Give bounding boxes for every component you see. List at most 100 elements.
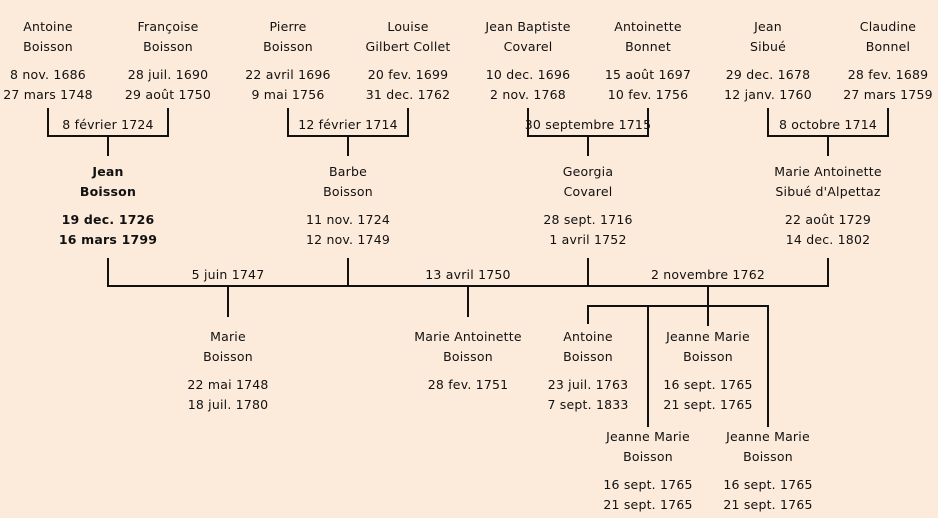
person-first-name: Louise (387, 19, 429, 34)
person-first-name: Marie Antoinette (774, 164, 882, 179)
person-last-name: Boisson (623, 449, 673, 464)
connector-line (827, 258, 829, 287)
connector-line (167, 108, 169, 137)
person-first-name: Jean Baptiste (485, 19, 571, 34)
birth-date: 16 sept. 1765 (723, 477, 813, 492)
birth-date: 16 sept. 1765 (663, 377, 753, 392)
person-dates: 29 dec. 1678 12 janv. 1760 (698, 65, 838, 105)
person-last-name: Boisson (143, 39, 193, 54)
death-date: 9 mai 1756 (251, 87, 325, 102)
marriage-date: 12 février 1714 (298, 117, 398, 132)
death-date: 21 sept. 1765 (603, 497, 693, 512)
person-last-name: Boisson (263, 39, 313, 54)
person-first-name: Claudine (859, 19, 917, 34)
connector-line (407, 108, 409, 137)
person-last-name: Boisson (23, 39, 73, 54)
marriage-date: 5 juin 1747 (191, 267, 265, 282)
person-dates: 22 août 1729 14 dec. 1802 (758, 210, 898, 250)
marriage-date: 13 avril 1750 (425, 267, 511, 282)
person-first-name: Jeanne Marie (726, 429, 810, 444)
birth-date: 28 fev. 1689 (847, 67, 929, 82)
person-last-name: Bonnel (865, 39, 911, 54)
connector-line (347, 135, 349, 156)
person-last-name: Covarel (563, 184, 613, 199)
death-date (398, 395, 538, 415)
connector-line (647, 305, 649, 427)
death-date: 27 mars 1748 (3, 87, 93, 102)
connector-line (587, 135, 589, 156)
connector-line (647, 108, 649, 137)
person-last-name: Boisson (203, 349, 253, 364)
person-dates: 10 dec. 1696 2 nov. 1768 (458, 65, 598, 105)
person-first-name: Pierre (269, 19, 307, 34)
connector-line (587, 258, 589, 287)
person-last-name: Boisson (323, 184, 373, 199)
person-first-name: Jean (92, 164, 124, 179)
connector-line (707, 305, 709, 326)
birth-date: 28 juil. 1690 (127, 67, 209, 82)
connector-line (767, 305, 769, 427)
death-date: 12 janv. 1760 (724, 87, 812, 102)
birth-date: 15 août 1697 (604, 67, 692, 82)
connector-line (227, 285, 229, 317)
marriage-date: 8 février 1724 (62, 117, 154, 132)
person-first-name: Antoine (23, 19, 73, 34)
person-first-name: Jeanne Marie (666, 329, 750, 344)
person-last-name: Boisson (79, 184, 137, 199)
connector-line (527, 108, 529, 137)
death-date: 14 dec. 1802 (785, 232, 871, 247)
birth-date: 29 dec. 1678 (725, 67, 811, 82)
birth-date: 19 dec. 1726 (61, 212, 155, 227)
connector-line (467, 285, 469, 317)
death-date: 1 avril 1752 (549, 232, 627, 247)
connector-line (287, 108, 289, 137)
person-first-name: Antoinette (614, 19, 682, 34)
person-dates: 28 fev. 1751 (398, 375, 538, 415)
person-last-name: Boisson (443, 349, 493, 364)
birth-date: 22 août 1729 (784, 212, 872, 227)
person-dates: 19 dec. 1726 16 mars 1799 (38, 210, 178, 250)
person-last-name: Sibué (750, 39, 786, 54)
connector-line (587, 305, 589, 324)
person-last-name: Gilbert Collet (365, 39, 451, 54)
birth-date: 20 fev. 1699 (367, 67, 449, 82)
person-last-name: Boisson (743, 449, 793, 464)
person-first-name: Françoise (137, 19, 199, 34)
death-date: 18 juil. 1780 (187, 397, 269, 412)
marriage-date: 30 septembre 1715 (524, 117, 652, 132)
person-first-name: Georgia (562, 164, 614, 179)
connector-line (827, 135, 829, 156)
birth-date: 10 dec. 1696 (485, 67, 571, 82)
connector-line (347, 258, 349, 287)
death-date: 2 nov. 1768 (490, 87, 566, 102)
connector-line (107, 258, 109, 287)
marriage-date: 2 novembre 1762 (650, 267, 766, 282)
death-date: 16 mars 1799 (58, 232, 158, 247)
marriage-date: 8 octobre 1714 (778, 117, 878, 132)
connector-line (767, 108, 769, 137)
connector-line (47, 108, 49, 137)
